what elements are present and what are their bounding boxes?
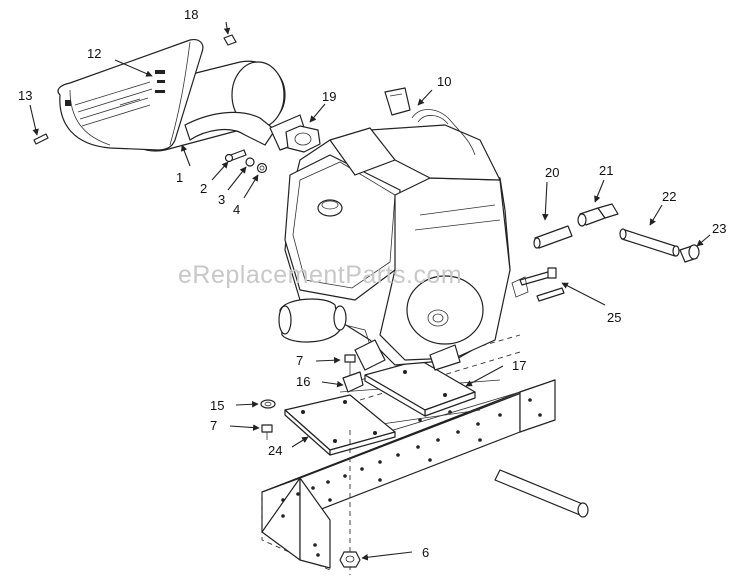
engine-base-plate [364,359,476,417]
callout-18: 18 [184,7,198,22]
callout-7-lower: 7 [210,418,217,433]
pipe-cap [679,244,700,263]
callout-12: 12 [87,46,101,61]
callout-25: 25 [607,310,621,325]
bolt-nut-group [224,149,268,174]
screw [33,133,49,145]
callout-13: 13 [18,88,32,103]
callout-1: 1 [176,170,183,185]
clamp-bracket [342,371,364,393]
pipe-nipple [533,225,573,249]
callout-24: 24 [268,443,282,458]
mounting-bolts [511,267,565,302]
pipe [619,228,680,257]
callout-7-upper: 7 [296,353,303,368]
shield-warning-label [65,70,165,127]
callout-20: 20 [545,165,559,180]
callout-22: 22 [662,189,676,204]
callout-2: 2 [200,181,207,196]
elbow-fitting [577,203,619,227]
watermark: eReplacementParts.com [178,261,462,289]
callout-4: 4 [233,202,240,217]
callout-21: 21 [599,163,613,178]
bolt-lower [261,424,273,440]
callout-6: 6 [422,545,429,560]
mount-plate [284,394,396,575]
callout-19: 19 [322,89,336,104]
exhaust-gasket [285,125,321,153]
callout-3: 3 [218,192,225,207]
engine [278,87,511,371]
leader-lines [29,21,711,561]
callout-17: 17 [512,358,526,373]
washer [260,399,276,409]
callout-10: 10 [437,74,451,89]
lock-nut [339,551,361,568]
callout-labels: 18 12 13 19 10 1 2 3 4 20 21 22 23 25 17… [18,7,726,560]
heat-shield [57,39,204,151]
nut [223,34,237,46]
callout-15: 15 [210,398,224,413]
frame-holes [281,398,542,557]
callout-23: 23 [712,221,726,236]
callout-16: 16 [296,374,310,389]
